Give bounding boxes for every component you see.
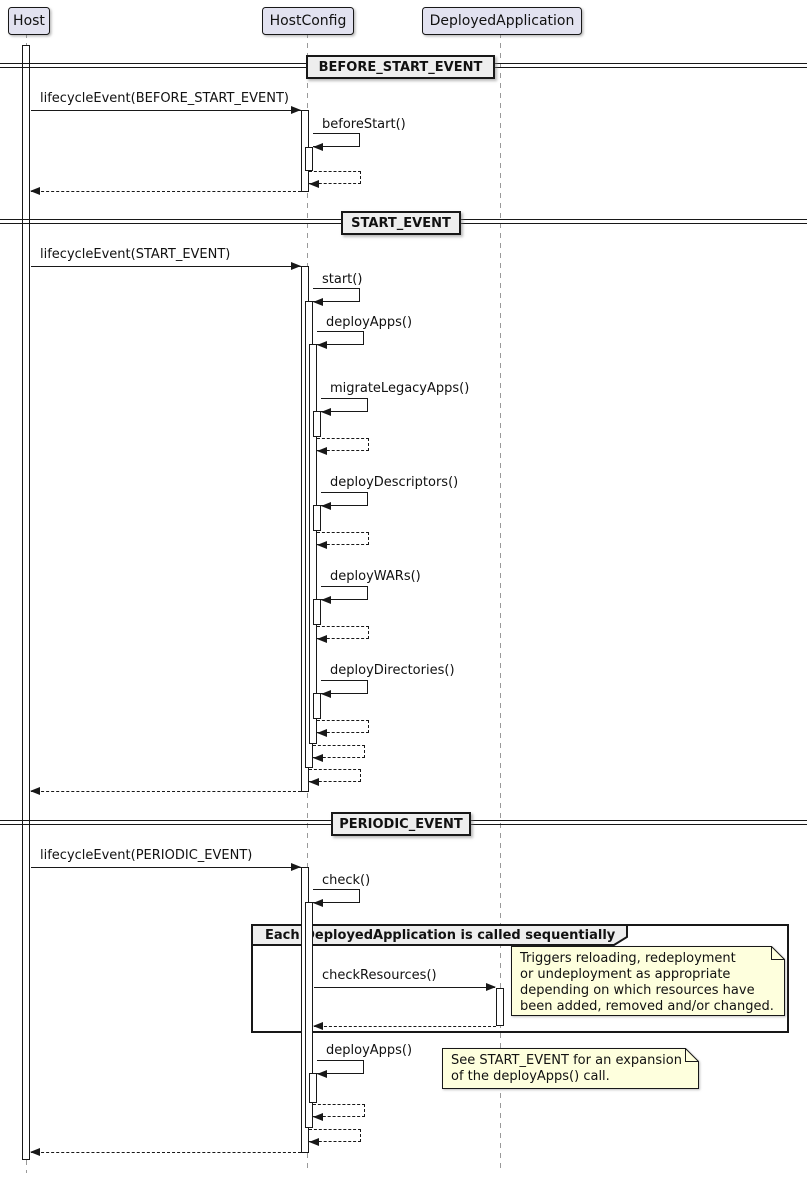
host-lifeline-top xyxy=(26,33,27,45)
self-arrow-start xyxy=(313,288,360,306)
note-text: See START_EVENT for an expansion of the … xyxy=(451,1053,682,1084)
arrow-lifecycleevent-periodic xyxy=(31,867,301,868)
arrow-checkresources xyxy=(314,987,495,988)
host-lifeline-bottom xyxy=(26,1160,27,1173)
self-arrow-check xyxy=(313,889,360,907)
arrowhead-left-icon xyxy=(313,754,323,762)
arrowhead-left-icon xyxy=(313,1022,323,1030)
self-return-beforestart xyxy=(309,171,361,188)
activation-bar-migratelegacyapps xyxy=(313,411,321,437)
arrowhead-left-icon xyxy=(317,729,327,737)
arrowhead-right-icon xyxy=(291,106,301,114)
self-return-deploydirectories xyxy=(317,720,369,737)
self-arrow-deploydescriptors xyxy=(321,492,368,510)
arrowhead-left-icon xyxy=(317,541,327,549)
arrowhead-left-icon xyxy=(317,635,327,643)
message-label-lifecycleevent-periodic: lifecycleEvent(PERIODIC_EVENT) xyxy=(40,848,253,863)
activation-bar-deploydescriptors xyxy=(313,505,321,531)
arrowhead-left-icon xyxy=(317,341,327,349)
return-checkresources xyxy=(314,1026,496,1027)
arrowhead-left-icon xyxy=(313,298,323,306)
message-label-deployapps: deployApps() xyxy=(326,315,413,330)
arrowhead-left-icon xyxy=(313,1113,323,1121)
return-to-host-before-start xyxy=(31,191,301,192)
self-return-deploywars xyxy=(317,626,369,643)
message-label-check: check() xyxy=(322,873,371,888)
arrowhead-left-icon xyxy=(321,596,331,604)
participant-host: Host xyxy=(8,7,50,35)
participant-hostconfig: HostConfig xyxy=(262,7,354,35)
self-arrow-beforestart xyxy=(313,133,360,151)
arrowhead-left-icon xyxy=(321,408,331,416)
arrowhead-left-icon xyxy=(309,180,319,188)
self-return-deployapps-periodic xyxy=(313,1104,365,1121)
group-box-sequential: Each DeployedApplication is called seque… xyxy=(251,924,789,1033)
self-return-start xyxy=(309,769,361,786)
arrowhead-left-icon xyxy=(313,899,323,907)
arrowhead-left-icon xyxy=(321,502,331,510)
participant-deployedapplication: DeployedApplication xyxy=(422,7,582,35)
self-arrow-migratelegacyapps xyxy=(321,398,368,416)
note-text: Triggers reloading, redeployment or unde… xyxy=(520,951,774,1014)
self-return-deployapps xyxy=(313,745,365,762)
message-label-start: start() xyxy=(322,272,363,287)
arrowhead-left-icon xyxy=(317,447,327,455)
arrowhead-left-icon xyxy=(309,778,319,786)
activation-bar-deploydirectories xyxy=(313,693,321,719)
self-return-deploydescriptors xyxy=(317,532,369,549)
note-see-start-event: See START_EVENT for an expansion of the … xyxy=(442,1048,699,1089)
arrowhead-left-icon xyxy=(309,1138,319,1146)
arrowhead-left-icon xyxy=(317,1070,327,1078)
activation-bar-deploywars xyxy=(313,599,321,625)
divider-periodic-event: PERIODIC_EVENT xyxy=(331,812,471,836)
arrowhead-right-icon xyxy=(291,262,301,270)
activation-bar-beforestart xyxy=(305,147,313,171)
message-label-deploydescriptors: deployDescriptors() xyxy=(330,475,459,490)
return-to-host-periodic xyxy=(31,1152,301,1153)
self-return-migratelegacyapps xyxy=(317,438,369,455)
divider-before-start-event: BEFORE_START_EVENT xyxy=(306,55,495,79)
deployedapplication-lifeline xyxy=(500,33,501,1173)
arrow-lifecycleevent-start xyxy=(31,266,301,267)
message-label-checkresources: checkResources() xyxy=(322,968,437,983)
return-to-host-start xyxy=(31,791,301,792)
message-label-deployapps-periodic: deployApps() xyxy=(326,1043,413,1058)
arrowhead-right-icon xyxy=(486,983,496,991)
group-header-shape xyxy=(251,924,628,946)
message-label-beforestart: beforeStart() xyxy=(322,117,406,132)
message-label-deploydirectories: deployDirectories() xyxy=(330,663,455,678)
activation-bar-host xyxy=(22,45,30,1160)
message-label-migratelegacyapps: migrateLegacyApps() xyxy=(330,381,470,396)
group-label: Each DeployedApplication is called seque… xyxy=(265,928,616,943)
activation-bar-deployapps xyxy=(309,344,317,744)
self-arrow-deploydirectories xyxy=(321,680,368,698)
activation-bar-deployapps-periodic xyxy=(309,1073,317,1103)
message-label-lifecycleevent-start: lifecycleEvent(START_EVENT) xyxy=(40,247,231,262)
arrowhead-right-icon xyxy=(291,863,301,871)
arrowhead-left-icon xyxy=(30,787,40,795)
self-arrow-deployapps-periodic xyxy=(317,1060,364,1078)
arrowhead-left-icon xyxy=(30,1148,40,1156)
arrow-lifecycleevent-before-start xyxy=(31,110,301,111)
message-label-deploywars: deployWARs() xyxy=(330,569,421,584)
arrowhead-left-icon xyxy=(30,187,40,195)
activation-bar-check xyxy=(305,902,313,1128)
note-triggers-reloading: Triggers reloading, redeployment or unde… xyxy=(511,946,785,1016)
activation-bar-checkresources xyxy=(496,988,504,1026)
self-arrow-deployapps xyxy=(317,331,364,349)
self-arrow-deploywars xyxy=(321,586,368,604)
message-label-lifecycleevent-before-start: lifecycleEvent(BEFORE_START_EVENT) xyxy=(40,91,289,106)
self-return-check xyxy=(309,1129,361,1146)
divider-start-event: START_EVENT xyxy=(341,211,461,235)
arrowhead-left-icon xyxy=(321,690,331,698)
arrowhead-left-icon xyxy=(313,143,323,151)
